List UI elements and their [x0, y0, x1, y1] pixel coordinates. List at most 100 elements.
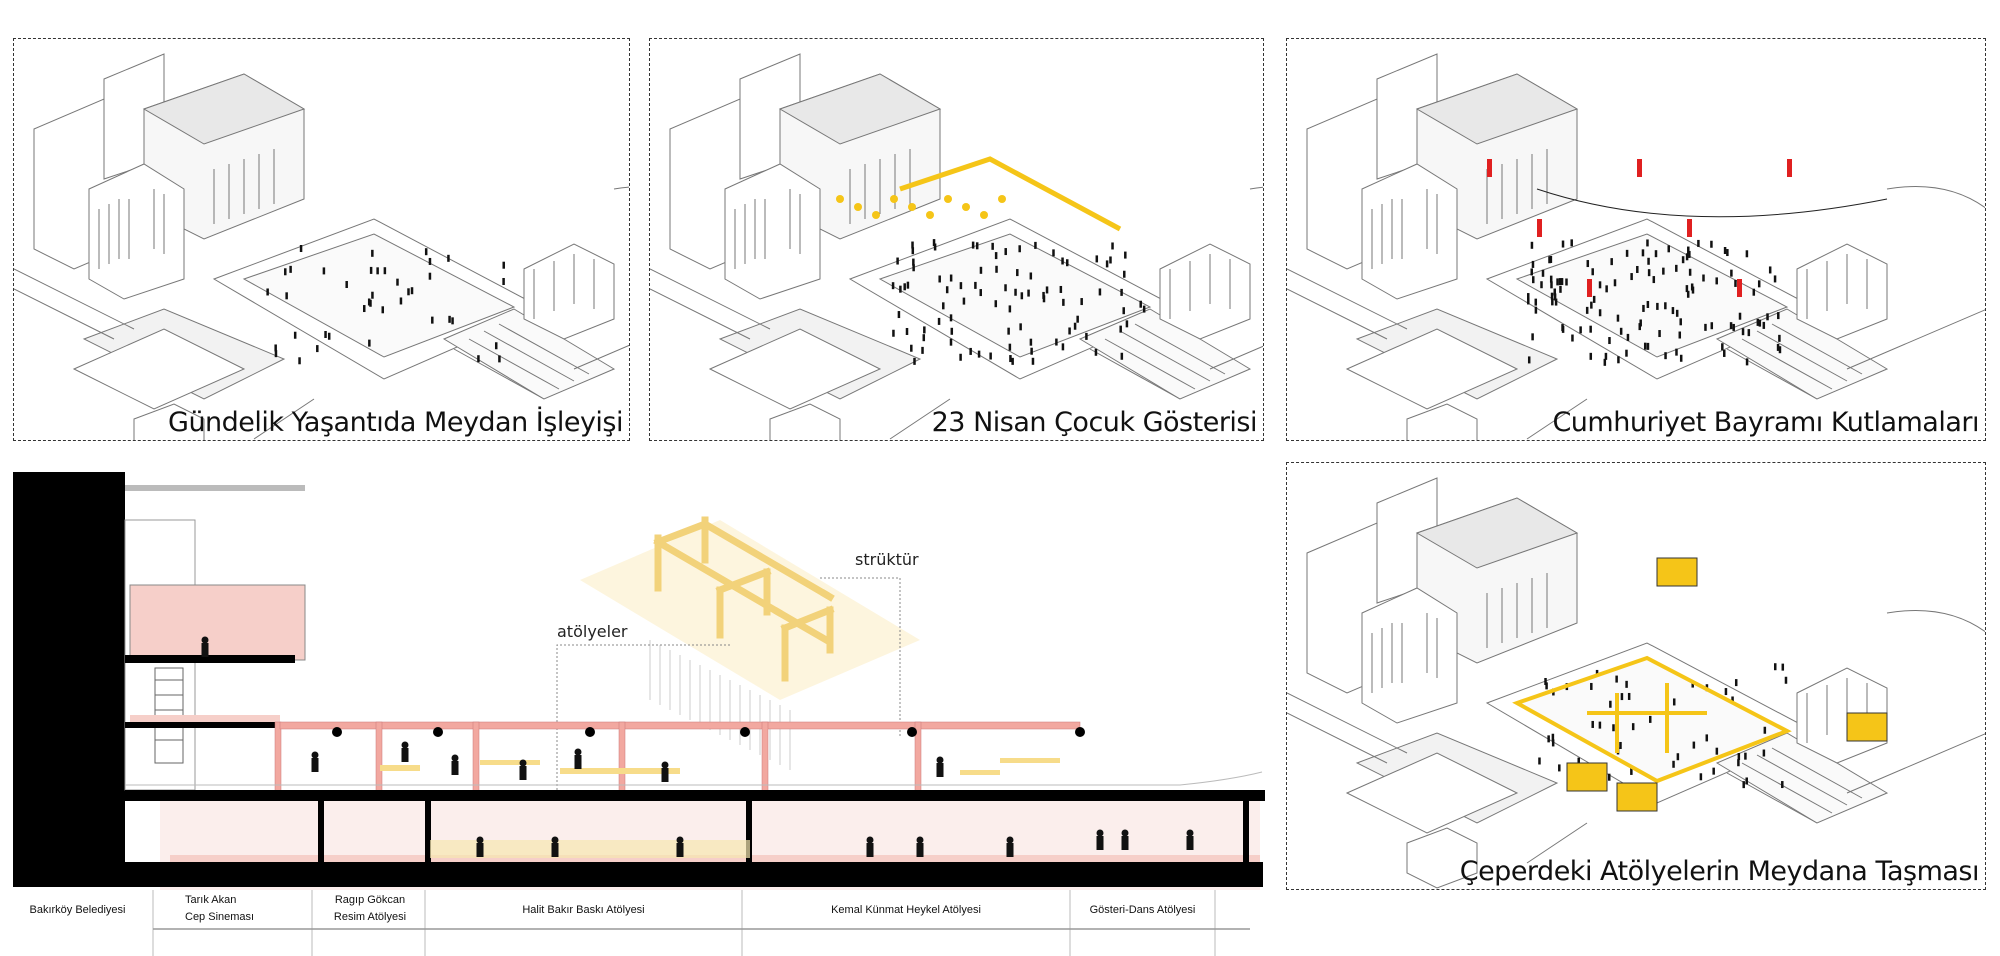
person	[1610, 258, 1613, 266]
person	[1527, 297, 1530, 305]
person	[1692, 741, 1696, 749]
flag	[1487, 159, 1492, 177]
person	[477, 355, 480, 363]
person	[345, 281, 348, 289]
person	[1613, 279, 1617, 287]
panel-title: Çeperdeki Atölyelerin Meydana Taşması	[1459, 856, 1980, 887]
person	[1591, 720, 1594, 728]
person	[1561, 240, 1565, 248]
person	[1675, 264, 1678, 272]
person	[1120, 288, 1123, 296]
label-sculpture-workshop: Kemal Künmat Heykel Atölyesi	[831, 904, 981, 916]
person	[897, 311, 901, 319]
person	[1538, 757, 1541, 765]
person	[1604, 352, 1608, 360]
person	[977, 350, 981, 358]
person	[1646, 239, 1649, 247]
person	[1734, 279, 1737, 287]
balloon	[908, 203, 916, 211]
person	[1646, 300, 1650, 308]
person	[1055, 338, 1058, 346]
person	[1730, 269, 1733, 277]
person	[1125, 320, 1129, 328]
person	[1729, 322, 1733, 330]
person	[383, 267, 387, 275]
flag	[1537, 219, 1542, 237]
person	[1553, 288, 1557, 296]
flag	[1787, 159, 1792, 177]
person	[1625, 680, 1628, 688]
person	[1095, 255, 1099, 263]
person	[911, 247, 915, 255]
person	[1676, 753, 1680, 761]
section-labels: Bakırköy Belediyesi Tarık Akan Cep Sinem…	[0, 890, 1270, 956]
label-dance-workshop: Gösteri-Dans Atölyesi	[1089, 904, 1196, 916]
person	[1551, 298, 1554, 306]
person	[1636, 265, 1639, 273]
person	[1561, 324, 1564, 332]
person	[1119, 325, 1122, 333]
person	[1590, 682, 1593, 690]
person	[991, 242, 994, 250]
person	[891, 282, 895, 290]
person	[1699, 773, 1703, 781]
person	[1664, 302, 1667, 310]
person	[1142, 305, 1146, 313]
person	[1120, 352, 1124, 360]
person-silhouette	[1186, 829, 1194, 850]
person	[906, 281, 910, 289]
person	[1745, 250, 1749, 258]
person	[1008, 343, 1012, 351]
person	[1615, 675, 1618, 683]
label-cinema: Tarık Akan Cep Sineması	[185, 894, 255, 923]
person	[1009, 355, 1012, 363]
label-print-workshop: Halit Bakır Baskı Atölyesi	[522, 904, 645, 916]
person	[962, 297, 966, 305]
structure-exploded	[580, 516, 920, 770]
person	[937, 317, 941, 325]
person	[1608, 337, 1611, 345]
person	[1590, 301, 1593, 309]
person	[1109, 256, 1112, 264]
person	[1062, 298, 1065, 306]
person	[1014, 288, 1017, 296]
person-silhouette	[311, 751, 319, 772]
panel-children-show: 23 Nisan Çocuk Gösterisi	[649, 38, 1264, 441]
person	[1617, 356, 1620, 364]
person-silhouette	[916, 836, 924, 857]
annotation-workshops: atölyeler	[557, 622, 628, 641]
people-silhouettes	[201, 636, 1194, 857]
person	[1098, 288, 1102, 296]
person	[322, 267, 326, 275]
person	[1731, 696, 1734, 704]
panel-title: Gündelik Yaşantıda Meydan İşleyişi	[168, 407, 623, 438]
person	[1531, 333, 1534, 341]
person	[979, 266, 983, 274]
person	[284, 268, 287, 276]
person	[1679, 318, 1682, 326]
person	[1620, 693, 1624, 701]
person	[1778, 346, 1782, 354]
person	[974, 281, 977, 289]
person-silhouette	[201, 636, 209, 657]
person-silhouette	[551, 836, 559, 857]
person	[1123, 270, 1126, 278]
balloon	[944, 195, 952, 203]
balloon	[854, 203, 862, 211]
person	[1672, 698, 1676, 706]
person	[1011, 357, 1014, 365]
person	[285, 292, 288, 300]
person	[363, 305, 366, 313]
person	[896, 257, 899, 265]
person	[975, 242, 979, 250]
person	[1726, 249, 1729, 257]
person	[923, 326, 926, 334]
person-silhouette	[574, 748, 582, 769]
person	[1762, 321, 1766, 329]
person	[911, 241, 914, 249]
person	[1603, 358, 1607, 366]
balloon	[962, 203, 970, 211]
person	[274, 350, 278, 358]
person	[1675, 348, 1678, 356]
person	[1065, 259, 1069, 267]
